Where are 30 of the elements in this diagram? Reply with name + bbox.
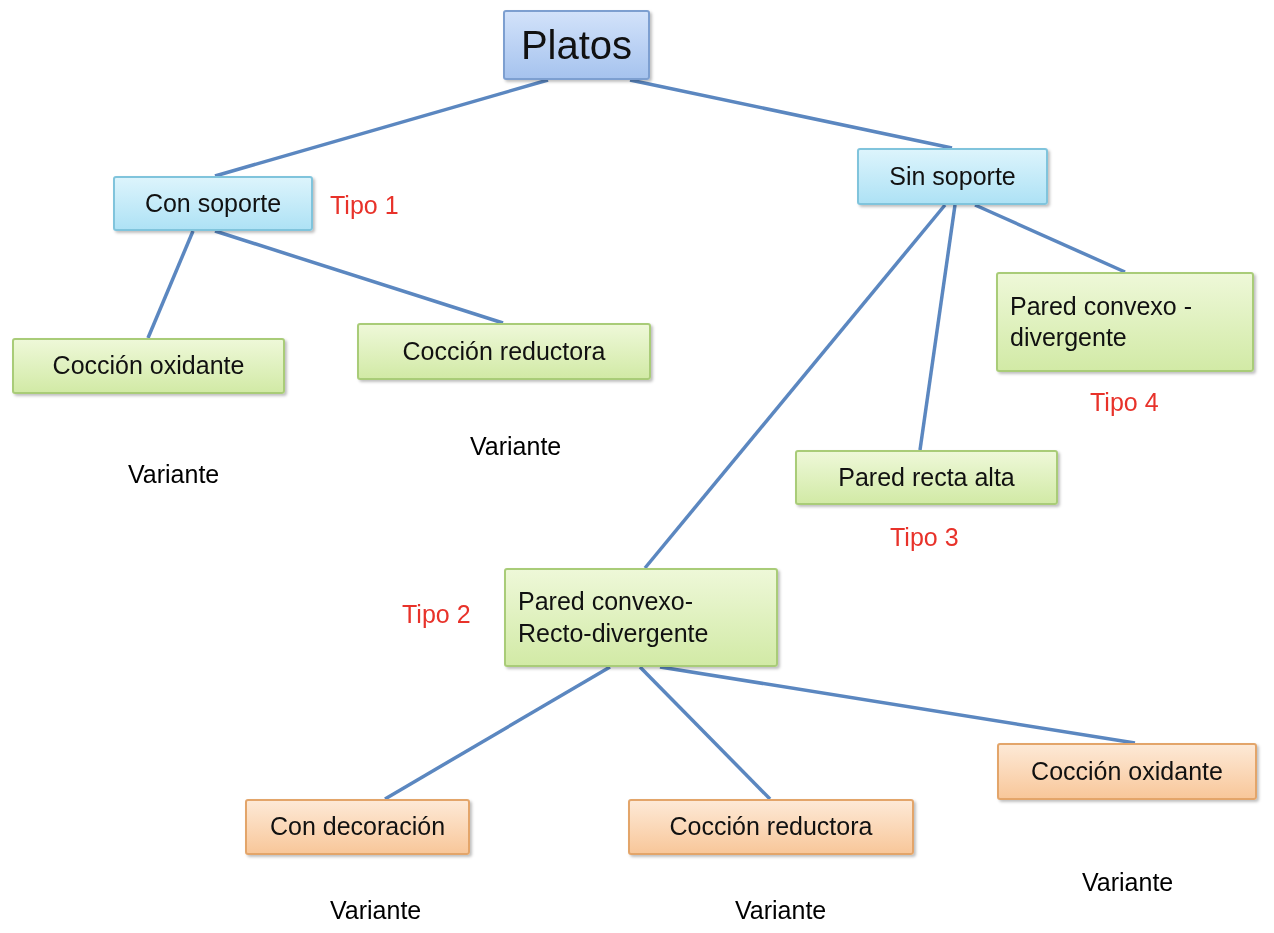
tree-node-box: Con decoración xyxy=(245,799,470,855)
type-label: Tipo 2 xyxy=(402,602,471,627)
tree-node-box: Pared convexo- Recto-divergente xyxy=(504,568,778,667)
tree-node-box: Cocción reductora xyxy=(628,799,914,855)
type-label: Tipo 4 xyxy=(1090,390,1159,415)
connector-line xyxy=(659,665,1136,745)
variant-label: Variante xyxy=(470,434,562,459)
connector-line xyxy=(918,204,957,451)
connector-line xyxy=(629,78,953,150)
tree-node-box: Cocción oxidante xyxy=(997,743,1257,800)
type-label: Tipo 1 xyxy=(330,193,399,218)
connector-line xyxy=(974,203,1126,274)
connector-line xyxy=(638,665,772,801)
variant-label: Variante xyxy=(1082,870,1174,895)
variant-label: Variante xyxy=(128,462,220,487)
tree-node-box: Pared recta alta xyxy=(795,450,1058,505)
tree-node-box: Platos xyxy=(503,10,650,80)
connector-line xyxy=(214,78,549,178)
variant-label: Variante xyxy=(330,898,422,923)
connector-line xyxy=(146,230,195,339)
tree-node-box: Pared convexo - divergente xyxy=(996,272,1254,372)
connector-line xyxy=(643,203,947,570)
tree-node-box: Cocción oxidante xyxy=(12,338,285,394)
tree-node-box: Con soporte xyxy=(113,176,313,231)
connector-line xyxy=(214,229,504,325)
type-label: Tipo 3 xyxy=(890,525,959,550)
tree-node-box: Cocción reductora xyxy=(357,323,651,380)
variant-label: Variante xyxy=(735,898,827,923)
connector-line xyxy=(384,665,611,801)
tree-node-box: Sin soporte xyxy=(857,148,1048,205)
